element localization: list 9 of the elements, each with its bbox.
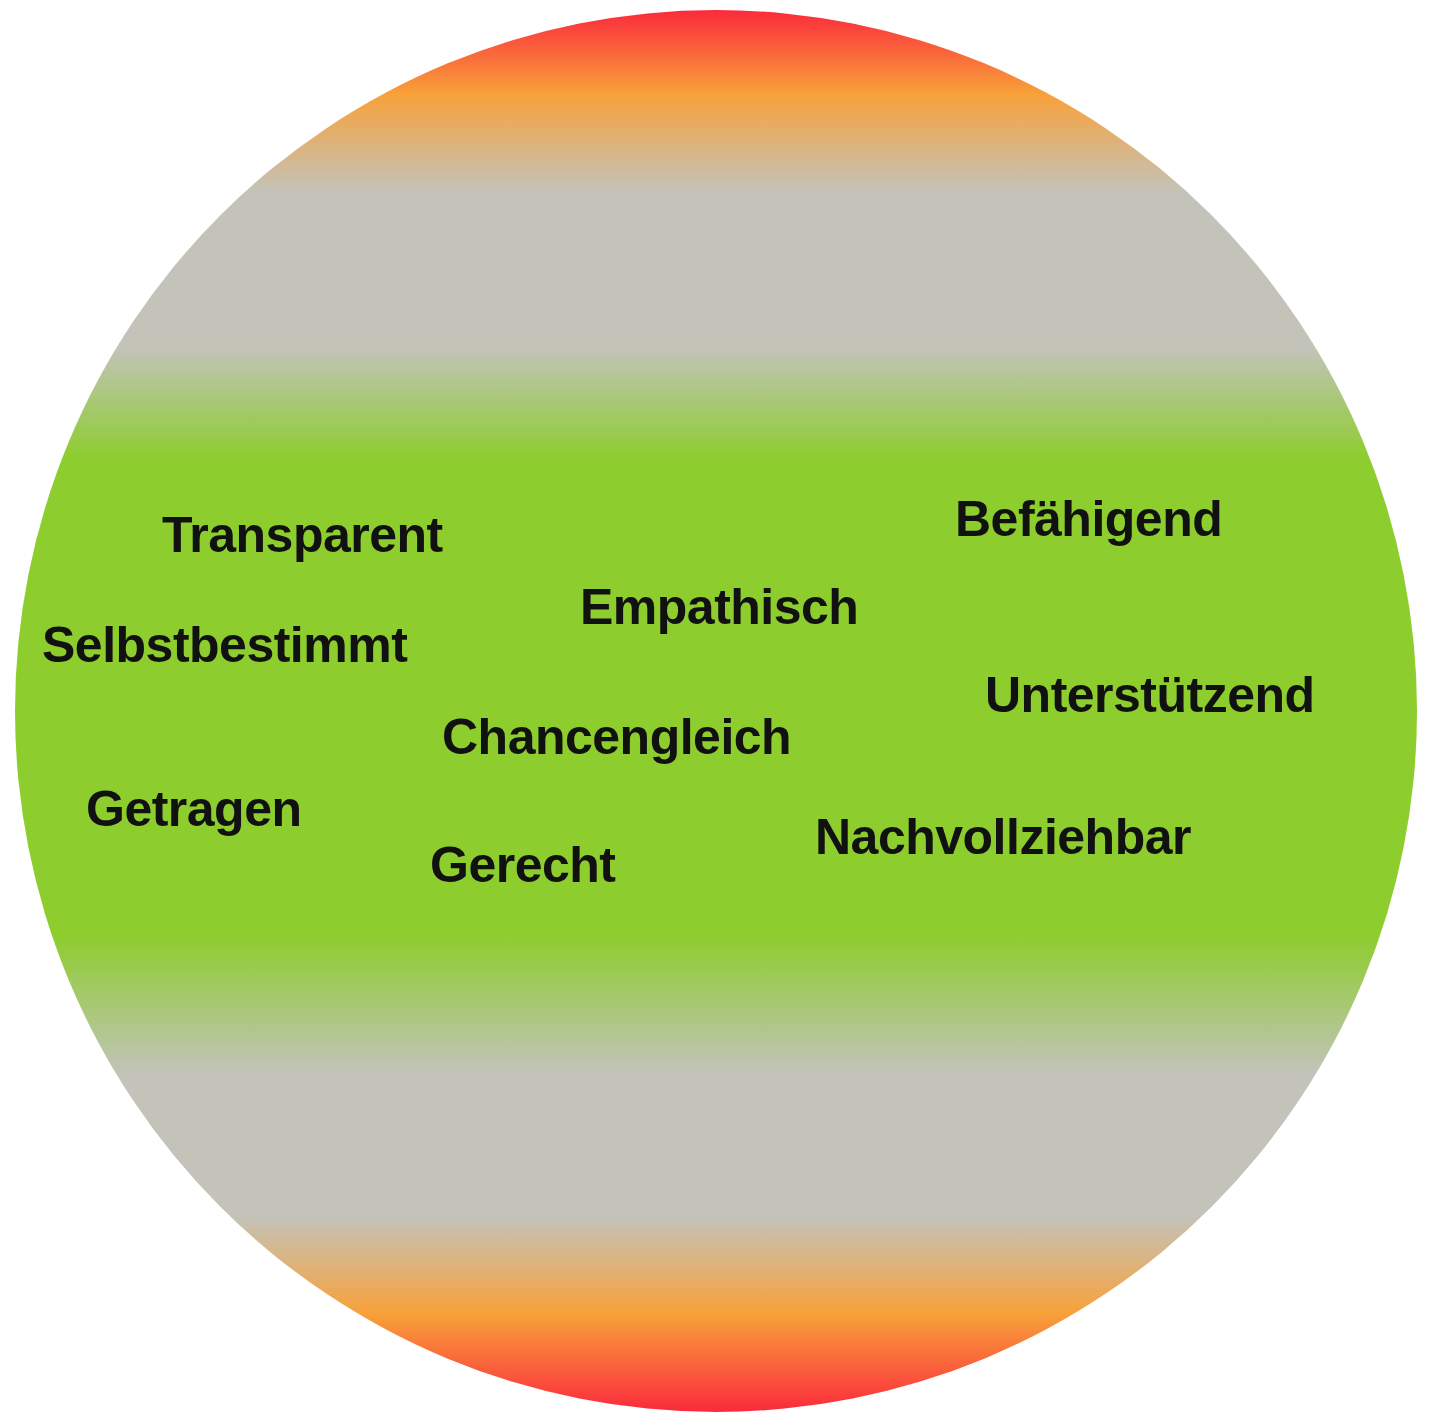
word-label: Befähigend xyxy=(955,492,1223,547)
word-label: Transparent xyxy=(162,508,443,563)
word-label: Chancengleich xyxy=(442,710,792,765)
word-label: Empathisch xyxy=(580,580,859,635)
word-label: Getragen xyxy=(86,782,302,837)
word-label: Selbstbestimmt xyxy=(42,618,408,673)
word-label: Gerecht xyxy=(430,838,616,893)
word-label: Nachvollziehbar xyxy=(815,810,1191,865)
word-label: Unterstützend xyxy=(985,668,1315,723)
